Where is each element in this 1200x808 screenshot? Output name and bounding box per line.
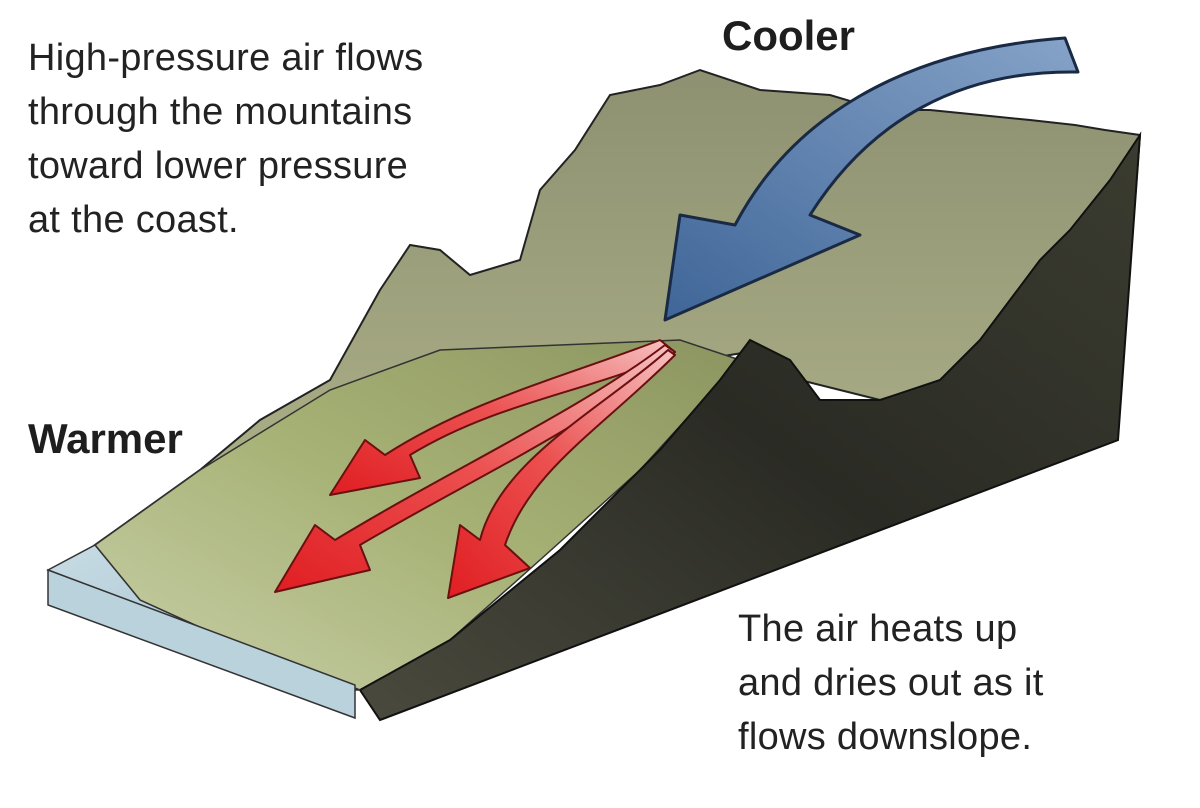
dark-slope-face xyxy=(358,131,1142,722)
label-warmer: Warmer xyxy=(28,415,183,462)
warm-air-arrows xyxy=(274,339,676,599)
caption-top-left: High-pressure air flows through the moun… xyxy=(28,31,423,247)
caption-line: at the coast. xyxy=(28,199,239,241)
cool-air-arrow xyxy=(663,36,1080,322)
caption-line: The air heats up xyxy=(738,608,1018,650)
caption-bottom-right: The air heats up and dries out as it flo… xyxy=(738,602,1044,764)
caption-line: toward lower pressure xyxy=(28,145,409,187)
caption-line: through the mountains xyxy=(28,91,413,133)
caption-line: and dries out as it xyxy=(738,662,1044,704)
warm-arrow-right xyxy=(447,349,676,599)
caption-line: High-pressure air flows xyxy=(28,37,424,79)
warm-arrow-left xyxy=(329,339,676,496)
caption-line: flows downslope. xyxy=(738,716,1033,758)
label-cooler: Cooler xyxy=(722,12,856,59)
ocean-block-front xyxy=(47,568,356,720)
